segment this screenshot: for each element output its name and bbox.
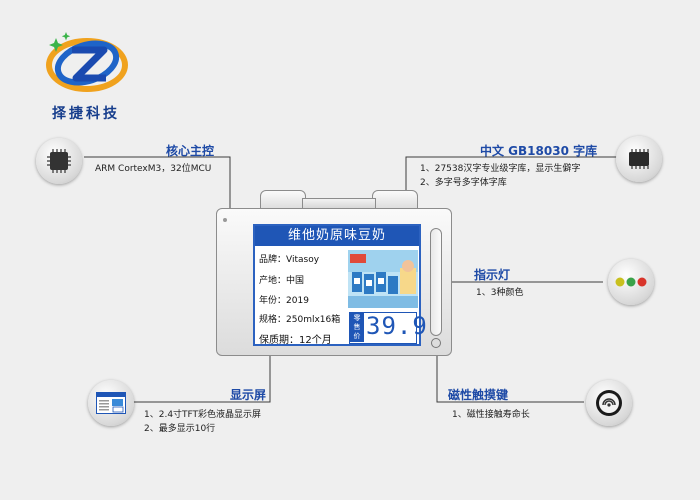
brand-name: 择捷科技 (52, 106, 120, 122)
product-image (348, 250, 418, 308)
screen-thumbnail-icon (88, 380, 134, 426)
company-logo (42, 28, 132, 98)
font-chip-icon (616, 136, 662, 182)
device-led-dot (223, 218, 227, 222)
product-title: 维他奶原味豆奶 (255, 226, 419, 246)
display-desc-1: 1、2.4寸TFT彩色液晶显示屏 (144, 410, 262, 420)
retail-price-label: 零售价 (350, 313, 364, 342)
font-library-desc-2: 2、多字号多字体字库 (420, 178, 507, 188)
display-title: 显示屏 (230, 388, 267, 402)
display-desc-2: 2、最多显示10行 (144, 424, 216, 434)
font-library-title: 中文 GB18030 字库 (480, 144, 598, 158)
touch-key-desc: 1、磁性接触寿命长 (452, 410, 530, 420)
touch-strip[interactable] (430, 228, 442, 336)
led-indicator-icon (608, 259, 654, 305)
spec-origin: 产地：中国 (259, 276, 305, 286)
font-library-desc-1: 1、27538汉字专业级字库，显示生僻字 (420, 164, 581, 174)
indicator-light-title: 指示灯 (474, 268, 511, 282)
core-controller-title: 核心主控 (166, 144, 215, 158)
retail-price-value: 39.9 (366, 312, 428, 340)
touch-key-title: 磁性触摸键 (448, 388, 509, 402)
price-box: 零售价 39.9 (349, 312, 427, 344)
device-top-bar (302, 198, 376, 210)
indicator-light-desc: 1、3种颜色 (476, 288, 524, 298)
spec-size: 规格：250mlx16箱 (259, 315, 341, 325)
core-controller-desc: ARM CortexM3，32位MCU (95, 164, 212, 174)
device-screen: 维他奶原味豆奶 品牌：Vitasoy 产地：中国 年份：2019 规格：250m… (253, 224, 427, 346)
touch-key-button[interactable] (431, 338, 441, 348)
chip-icon (36, 138, 82, 184)
touch-key-icon (586, 380, 632, 426)
spec-year: 年份：2019 (259, 296, 309, 306)
spec-brand: 品牌：Vitasoy (259, 255, 320, 265)
spec-shelf-life: 保质期：12个月 (259, 335, 332, 346)
